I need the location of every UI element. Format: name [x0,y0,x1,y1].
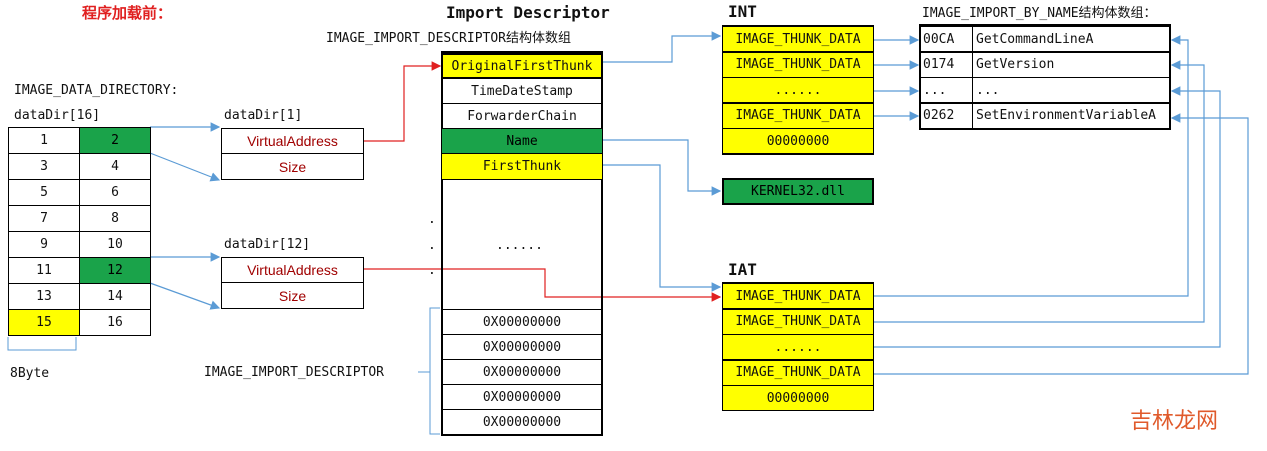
data-directory-cell: 10 [79,231,151,258]
data-directory-cell: 9 [8,231,80,258]
descriptor-bracket-label: IMAGE_IMPORT_DESCRIPTOR [204,365,385,380]
data-directory-cell: 15 [8,309,80,336]
field-name: Name [441,128,603,154]
int-row: IMAGE_THUNK_DATA [722,26,874,52]
data-directory-cell: 6 [79,179,151,206]
arrow-dir1-size [149,152,221,182]
by-name-hint: 0262 [919,102,973,129]
by-name-function: ... [972,77,1171,103]
descriptor-ellipsis: ...... [496,238,543,253]
datadir12-label: dataDir[12] [224,237,311,252]
by-name-function: SetEnvironmentVariableA [972,102,1171,129]
iat-row: IMAGE_THUNK_DATA [722,283,874,309]
descriptor-brace [418,307,440,435]
arrow-iat-to-name-4 [874,113,1249,375]
field-originalfirstthunk: OriginalFirstThunk [441,53,603,79]
arrow-iat-to-name-3 [874,86,1221,348]
iat-row: IMAGE_THUNK_DATA [722,308,874,335]
descriptor-dots-1: . [428,212,436,227]
data-directory-cell: 2 [79,127,151,154]
byte-brace [7,337,77,351]
by-name-hint: ... [919,77,973,103]
datadir1-virtualaddress: VirtualAddress [221,128,364,154]
datadir1-size: Size [221,153,364,180]
by-name-title: IMAGE_IMPORT_BY_NAME结构体数组： [922,6,1157,21]
data-directory-cell: 12 [79,257,151,284]
iat-title: IAT [728,260,757,279]
descriptor-zero-row: 0X00000000 [441,409,603,435]
data-directory-cell: 13 [8,283,80,310]
arrow-iat-to-name-2 [874,60,1205,323]
arrow-iat-to-name-1 [874,35,1189,297]
data-directory-cell: 1 [8,127,80,154]
iat-row: 00000000 [722,385,874,411]
arrow-firstthunk-to-iat [603,164,722,292]
datadir12-virtualaddress: VirtualAddress [221,257,364,283]
import-descriptor-title: Import Descriptor [446,3,610,22]
byte-label: 8Byte [10,366,50,381]
iat-row: ...... [722,334,874,360]
arrow-va-to-iat [364,268,722,302]
int-row: IMAGE_THUNK_DATA [722,51,874,78]
watermark: 吉林龙网 [1130,408,1219,433]
datadir12-size: Size [221,282,364,309]
arrow-dir12-size [149,282,221,310]
data-directory-cell: 5 [8,179,80,206]
field-timedatestamp: TimeDateStamp [441,78,603,104]
page-heading: 程序加载前： [82,4,173,22]
descriptor-zero-row: 0X00000000 [441,359,603,385]
data-directory-cell: 16 [79,309,151,336]
by-name-function: GetVersion [972,51,1171,78]
int-row: 00000000 [722,128,874,154]
iat-row: IMAGE_THUNK_DATA [722,359,874,386]
by-name-hint: 00CA [919,26,973,52]
data-directory-cell: 3 [8,153,80,180]
descriptor-dots-2: . [428,238,436,253]
data-directory-cell: 11 [8,257,80,284]
int-row: ...... [722,77,874,103]
import-descriptor-box [441,51,603,436]
data-directory-cell: 4 [79,153,151,180]
arrow-oft-to-int [603,31,722,63]
descriptor-zero-row: 0X00000000 [441,334,603,360]
int-title: INT [728,2,757,21]
data-directory-cell: 14 [79,283,151,310]
data-directory-cell: 7 [8,205,80,232]
int-row: IMAGE_THUNK_DATA [722,102,874,129]
descriptor-zero-row: 0X00000000 [441,384,603,410]
data-directory-cell: 8 [79,205,151,232]
descriptor-zero-row: 0X00000000 [441,309,603,335]
data-directory-label: IMAGE_DATA_DIRECTORY: [14,83,179,98]
kernel32-dll: KERNEL32.dll [722,178,874,205]
datadir1-label: dataDir[1] [224,108,303,123]
data-directory-array-label: dataDir[16] [14,108,101,123]
by-name-hint: 0174 [919,51,973,78]
arrow-va-to-descriptor [364,61,442,142]
arrow-name-to-kernel [603,139,722,196]
field-forwarderchain: ForwarderChain [441,103,603,129]
descriptor-dots-3: . [428,263,436,278]
by-name-function: GetCommandLineA [972,26,1171,52]
import-descriptor-subtitle: IMAGE_IMPORT_DESCRIPTOR结构体数组 [326,31,572,46]
field-firstthunk: FirstThunk [441,153,603,180]
